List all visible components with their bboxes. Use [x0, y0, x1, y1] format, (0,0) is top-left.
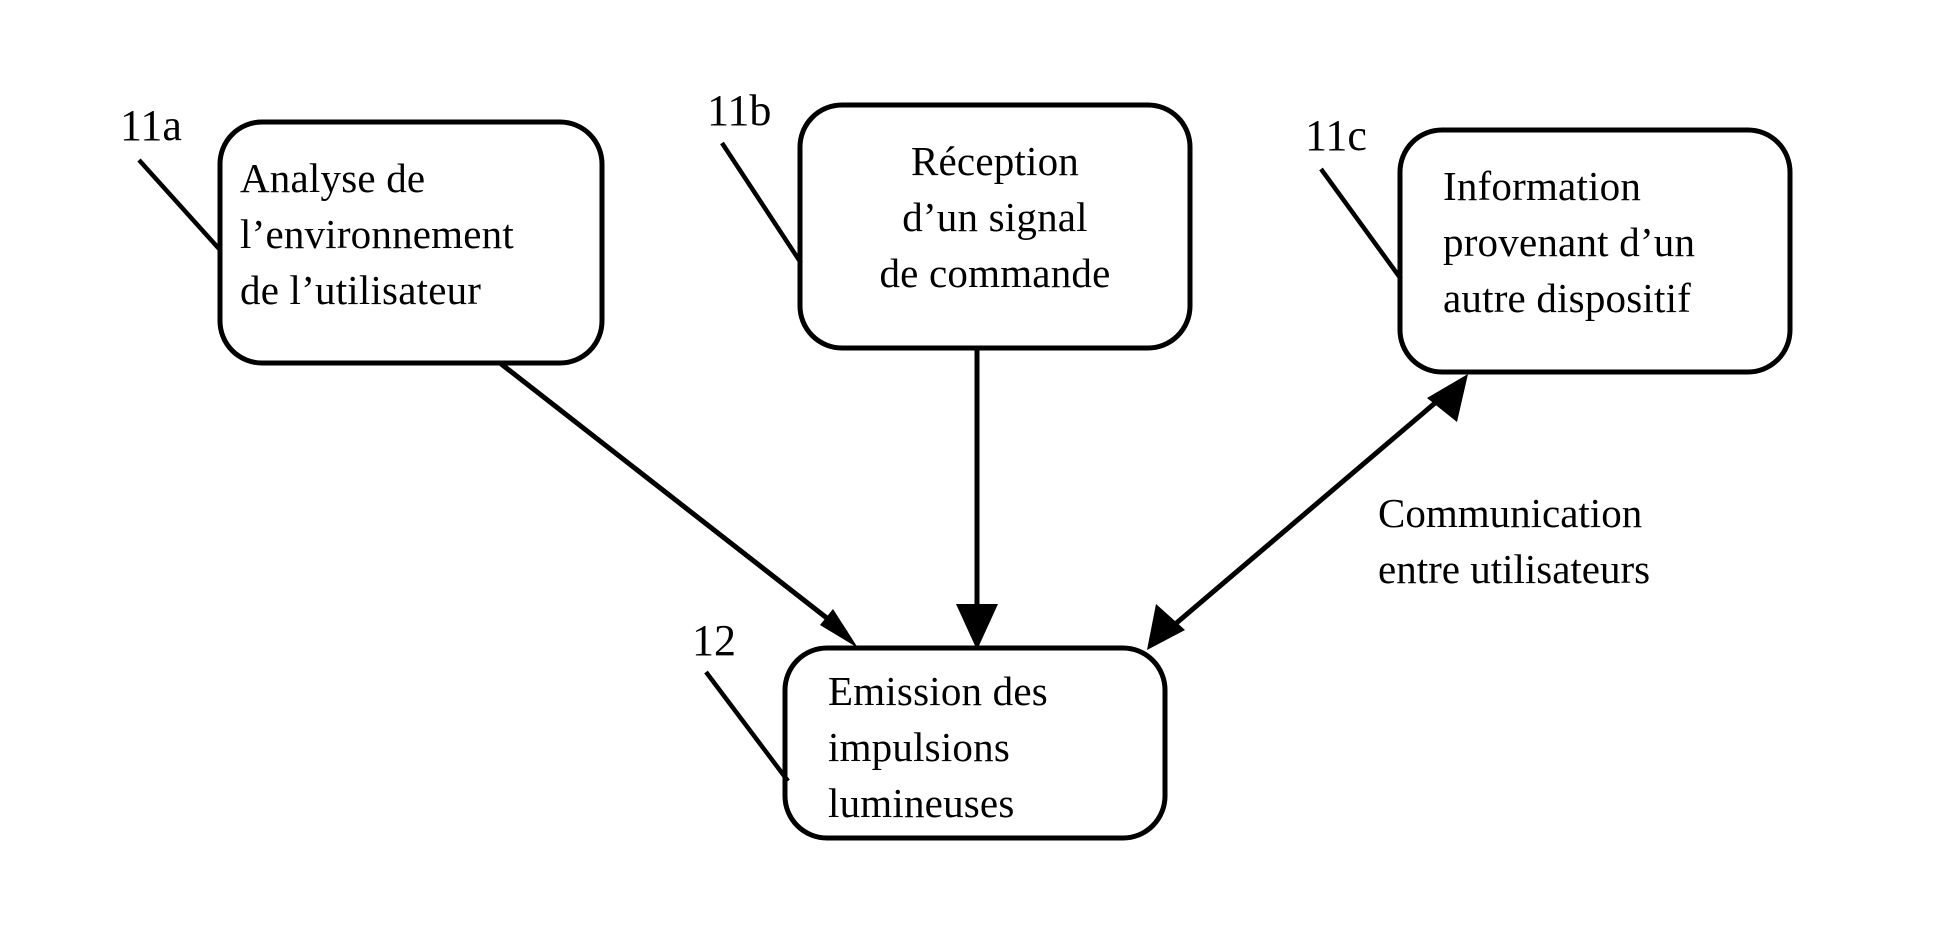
edge-11a-to-12-arrowhead [820, 609, 858, 648]
edge-11c-to-12-arrowhead-lower [1147, 604, 1185, 650]
reference-numeral-11b-label: 11b [707, 86, 771, 135]
edge-11b-to-12-arrowhead [956, 604, 998, 650]
node-11b[interactable]: Réception d’un signal de commande [797, 102, 1193, 351]
reference-numeral-11a-label: 11a [120, 101, 182, 150]
edge-11c-to-12-label-line-2: entre utilisateurs [1378, 546, 1650, 592]
node-11a-line-3: de l’utilisateur [240, 267, 481, 313]
node-11b-line-3: de commande [879, 250, 1110, 296]
reference-numeral-11c-label: 11c [1305, 111, 1367, 160]
node-11c-line-2: provenant d’un [1443, 219, 1695, 265]
reference-numeral-11b: 11b [707, 86, 803, 265]
reference-numeral-11c: 11c [1305, 111, 1403, 281]
node-11a-line-2: l’environnement [240, 211, 514, 257]
edge-11b-to-12 [956, 348, 998, 650]
leader-line-11b [720, 141, 803, 265]
node-11b-box [797, 102, 1193, 351]
node-12-line-2: impulsions [828, 724, 1010, 770]
node-12[interactable]: Emission des impulsions lumineuses [782, 645, 1168, 841]
leader-line-11a [137, 158, 223, 253]
node-11a[interactable]: Analyse de l’environnement de l’utilisat… [217, 119, 605, 366]
node-11a-line-1: Analyse de [240, 155, 425, 201]
leader-line-11c [1319, 167, 1403, 281]
reference-numeral-12-label: 12 [692, 616, 736, 665]
node-12-line-1: Emission des [828, 668, 1048, 714]
node-11c-line-3: autre dispositif [1443, 275, 1691, 321]
edge-11c-to-12-label-line-1: Communication [1378, 490, 1642, 536]
node-11b-line-1: Réception [911, 138, 1079, 184]
edge-11c-to-12-line [1158, 384, 1457, 639]
node-11a-box [217, 119, 605, 366]
node-11c-box [1397, 127, 1793, 375]
node-11c[interactable]: Information provenant d’un autre disposi… [1397, 127, 1793, 375]
edge-11c-to-12: Communication entre utilisateurs [1147, 374, 1650, 650]
edge-11a-to-12 [498, 361, 858, 648]
node-11b-line-2: d’un signal [902, 194, 1088, 240]
node-12-box [782, 645, 1168, 841]
leader-line-12 [704, 670, 790, 783]
reference-numeral-11a: 11a [120, 101, 223, 253]
node-12-line-3: lumineuses [828, 780, 1014, 826]
node-11c-line-1: Information [1443, 163, 1641, 209]
edge-11c-to-12-arrowhead-upper [1427, 374, 1468, 422]
edge-11a-to-12-line [498, 361, 848, 635]
reference-numeral-12: 12 [692, 616, 790, 783]
